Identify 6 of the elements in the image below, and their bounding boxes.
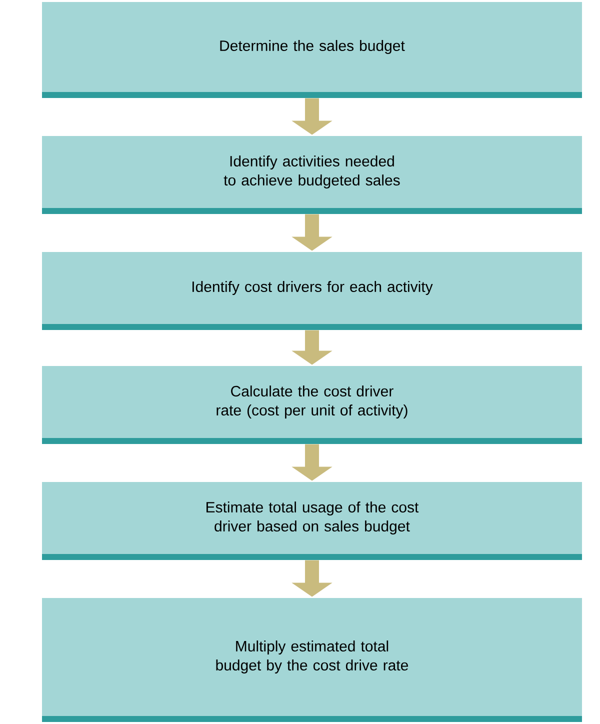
process-box: Multiply estimated total budget by the cost drive rate bbox=[42, 598, 582, 722]
process-box: Identify activities needed to achieve budgeted sales bbox=[42, 136, 582, 214]
process-box: Identify cost drivers for each activity bbox=[42, 252, 582, 330]
process-box: Calculate the cost driver rate (cost per unit of activity) bbox=[42, 366, 582, 444]
process-box: Determine the sales budget bbox=[42, 2, 582, 98]
process-box: Estimate total usage of the cost driver based on sales budget bbox=[42, 482, 582, 560]
